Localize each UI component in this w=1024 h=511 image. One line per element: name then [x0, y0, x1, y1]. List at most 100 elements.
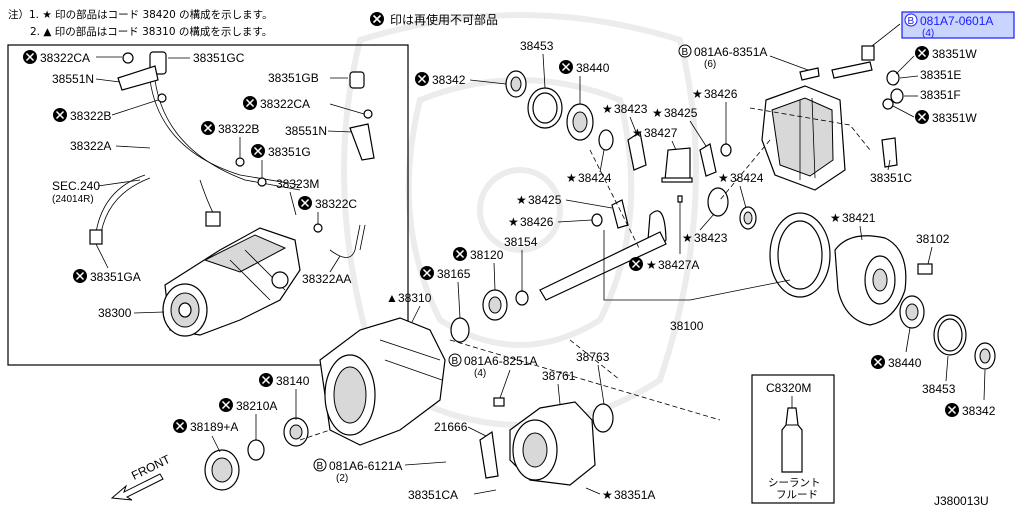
svg-text:フルード: フルード: [776, 489, 818, 501]
svg-text:38323M: 38323M: [276, 177, 319, 191]
svg-text:38351W: 38351W: [932, 47, 977, 61]
svg-text:★: ★: [632, 126, 643, 140]
svg-text:38322B: 38322B: [218, 122, 259, 136]
svg-text:(4): (4): [922, 28, 934, 39]
svg-text:★: ★: [830, 211, 841, 225]
svg-text:38165: 38165: [437, 267, 471, 281]
svg-text:38351F: 38351F: [920, 88, 961, 102]
sealant-box: C8320M シーラント フルード: [751, 374, 835, 504]
svg-text:38351C: 38351C: [870, 171, 912, 185]
svg-text:★: ★: [602, 102, 613, 116]
svg-text:38421: 38421: [842, 211, 876, 225]
svg-text:★: ★: [692, 87, 703, 101]
label-38351GA: 38351GA: [73, 243, 141, 284]
svg-text:081A6-8251A: 081A6-8251A: [464, 354, 537, 368]
pinion-gear-set: [539, 187, 757, 301]
note-line-1: 注）1. ★ 印の部品はコード 38420 の構成を示します。: [8, 8, 273, 21]
svg-text:★: ★: [508, 215, 519, 229]
svg-text:38351A: 38351A: [614, 488, 655, 502]
svg-text:38440: 38440: [576, 61, 610, 75]
svg-text:SEC.240: SEC.240: [52, 179, 100, 193]
svg-text:B: B: [682, 47, 689, 58]
label-38322CA-mid: 38322CA: [243, 96, 365, 115]
label-38425-b: ★ 38425: [516, 193, 613, 209]
label-38551N-top: 38551N: [52, 72, 121, 86]
label-081A6-8351A: B 081A6-8351A (6): [678, 44, 809, 71]
svg-text:38551N: 38551N: [52, 72, 94, 86]
svg-text:38351GB: 38351GB: [268, 71, 319, 85]
label-38453-top: 38453: [520, 39, 554, 89]
label-38300: 38300: [98, 306, 165, 320]
label-38440-bottom: 38440: [871, 327, 922, 370]
svg-text:38426: 38426: [520, 215, 554, 229]
label-38351W-a: 38351W: [895, 46, 977, 75]
label-38189A: 38189+A: [173, 419, 238, 453]
svg-text:081A6-8351A: 081A6-8351A: [694, 45, 767, 59]
label-38322B-left: 38322B: [53, 99, 159, 123]
label-081A6-6121A: B 081A6-6121A (2): [313, 458, 447, 484]
rear-cover-assembly: [761, 45, 904, 191]
svg-text:38120: 38120: [470, 248, 504, 262]
gear-carrier-housing: [319, 289, 529, 446]
front-direction-arrow: FRONT: [110, 452, 173, 501]
label-38351C: 38351C: [870, 159, 912, 185]
svg-text:★: ★: [682, 231, 693, 245]
label-38426-a: ★ 38426: [692, 87, 738, 144]
svg-text:38427A: 38427A: [658, 258, 699, 272]
label-38310: ▲ 38310: [386, 291, 432, 323]
label-38423-b: ★ 38423: [682, 213, 728, 245]
svg-text:B: B: [452, 356, 459, 367]
svg-text:38424: 38424: [730, 171, 764, 185]
svg-text:(2): (2): [336, 473, 348, 484]
label-38551N-mid: 38551N: [285, 124, 353, 138]
svg-text:081A7-0601A: 081A7-0601A: [920, 14, 993, 28]
label-38453-bottom: 38453: [922, 355, 956, 396]
subassembly-box: [7, 44, 409, 366]
svg-text:38761: 38761: [542, 369, 576, 383]
svg-text:38322C: 38322C: [315, 197, 357, 211]
label-38423-a: ★ 38423: [602, 102, 648, 133]
svg-text:▲: ▲: [386, 291, 398, 305]
label-38322C: 38322C: [298, 196, 357, 224]
label-38351GB: 38351GB: [268, 71, 348, 85]
svg-text:38426: 38426: [704, 87, 738, 101]
label-38342-top: 38342: [415, 72, 507, 87]
svg-text:38763: 38763: [576, 350, 610, 364]
svg-text:38189+A: 38189+A: [190, 420, 238, 434]
assembly-lines: [299, 107, 871, 441]
svg-text:081A6-6121A: 081A6-6121A: [329, 459, 402, 473]
svg-text:シーラント: シーラント: [768, 477, 821, 489]
label-38351G: 38351G: [251, 144, 311, 178]
watermark-emblem: [341, 12, 699, 428]
svg-text:38423: 38423: [614, 102, 648, 116]
label-38761: 38761: [542, 369, 576, 405]
label-38351GC: 38351GC: [168, 51, 245, 65]
svg-text:38310: 38310: [398, 291, 432, 305]
label-38351A: ★ 38351A: [585, 487, 655, 502]
legend-text: 印は再使用不可部品: [390, 12, 498, 27]
svg-text:38423: 38423: [694, 231, 728, 245]
label-38424-a: ★ 38424: [566, 149, 612, 185]
svg-text:(6): (6): [704, 59, 716, 70]
svg-text:38424: 38424: [578, 171, 612, 185]
svg-text:38425: 38425: [528, 193, 562, 207]
label-38342-bottom: 38342: [945, 369, 996, 418]
svg-text:(4): (4): [474, 368, 486, 379]
label-081A6-8251A: B 081A6-8251A (4): [448, 353, 537, 399]
svg-text:38322B: 38322B: [70, 109, 111, 123]
svg-text:38551N: 38551N: [285, 124, 327, 138]
label-38427A: ★ 38427A: [629, 202, 699, 272]
svg-text:38100: 38100: [670, 319, 704, 333]
label-38351F: 38351F: [904, 88, 961, 102]
svg-text:B: B: [317, 461, 324, 472]
svg-text:38425: 38425: [664, 106, 698, 120]
label-38322A: 38322A: [70, 139, 151, 153]
svg-text:38351E: 38351E: [920, 68, 961, 82]
svg-text:38342: 38342: [432, 73, 466, 87]
rear-final-drive-assembly: [162, 227, 301, 337]
svg-text:★: ★: [516, 193, 527, 207]
label-38102: 38102: [916, 232, 950, 265]
label-38427: ★ 38427: [632, 126, 678, 151]
svg-text:38453: 38453: [520, 39, 554, 53]
